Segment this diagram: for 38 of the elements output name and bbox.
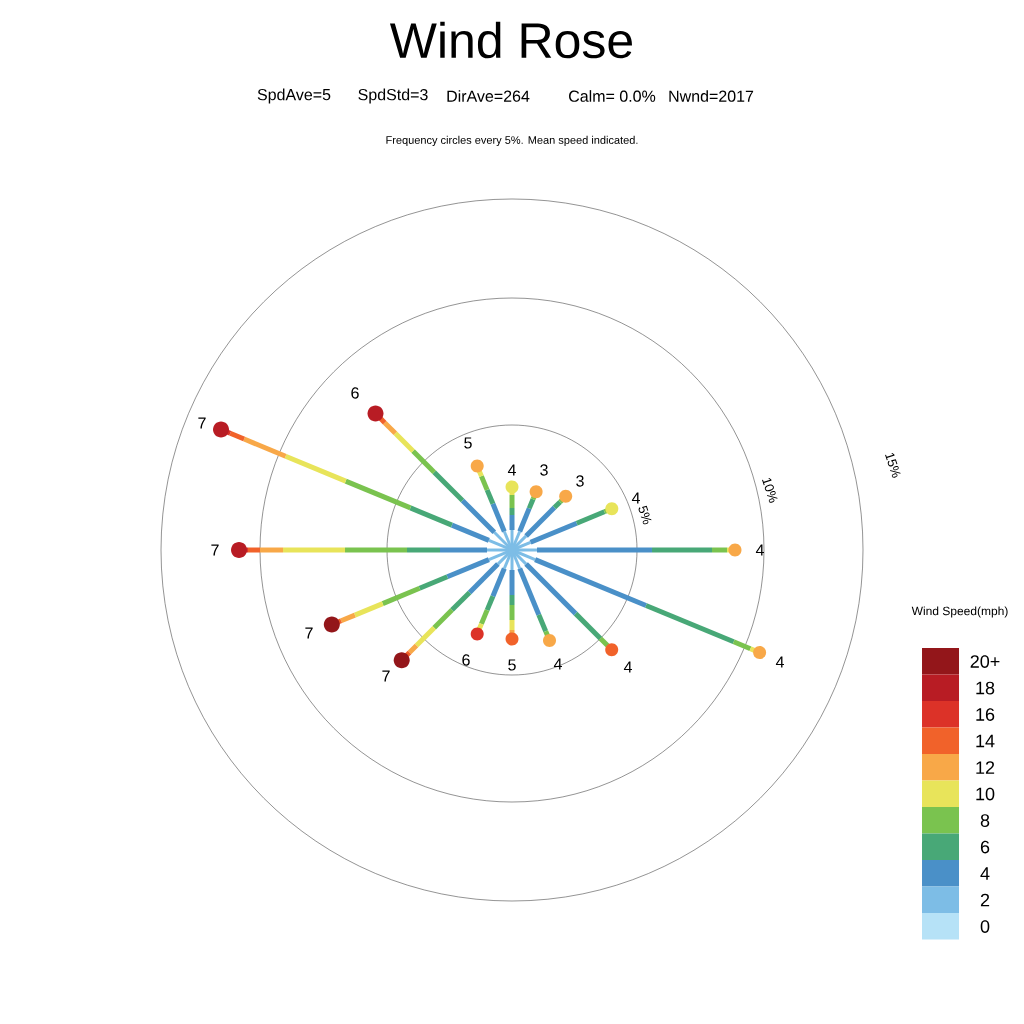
stat-label: Nwnd=2017 <box>669 90 754 102</box>
speed-label: 4 <box>553 658 562 670</box>
legend-label: 12 <box>976 761 995 774</box>
speed-label: 3 <box>576 475 584 487</box>
ring-label: 5% <box>638 505 652 525</box>
speed-label: 4 <box>507 464 516 476</box>
speed-label: 5 <box>508 659 516 671</box>
legend-label: 14 <box>976 734 995 748</box>
legend-label: 8 <box>980 814 990 827</box>
speed-label: 7 <box>382 670 390 682</box>
speed-label: 6 <box>351 387 359 399</box>
legend-label: 10 <box>976 787 995 801</box>
legend-label: 20+ <box>970 655 1000 668</box>
legend-label: 2 <box>980 893 990 907</box>
legend-label: 6 <box>980 840 990 854</box>
legend-label: 18 <box>976 681 995 695</box>
speed-label: 7 <box>211 544 219 556</box>
speed-label: 4 <box>755 544 764 556</box>
ring-label: 10% <box>762 477 778 503</box>
legend-title: Wind Speed(mph) <box>911 606 1008 618</box>
chart-title: Wind Rose <box>389 21 632 59</box>
speed-label: 7 <box>198 417 206 429</box>
stat-label: SpdAve=5 <box>257 88 331 104</box>
speed-label: 5 <box>464 437 472 449</box>
stat-label: DirAve=264 <box>447 90 530 102</box>
stat-label: SpdStd=3 <box>358 88 428 104</box>
speed-label: 3 <box>540 464 548 476</box>
speed-label: 6 <box>462 654 470 666</box>
speed-label: 4 <box>631 492 640 504</box>
stat-label: Calm= 0.0% <box>569 90 656 102</box>
ring-label: 15% <box>885 452 901 478</box>
legend-label: 0 <box>980 920 990 933</box>
speed-label: 4 <box>623 661 632 673</box>
legend-label: 4 <box>980 867 990 880</box>
speed-label: 4 <box>775 656 784 668</box>
note-text: Frequency circles every 5%. Mean speed indicated. <box>386 135 638 147</box>
speed-label: 7 <box>305 627 313 639</box>
legend-label: 16 <box>976 708 995 721</box>
